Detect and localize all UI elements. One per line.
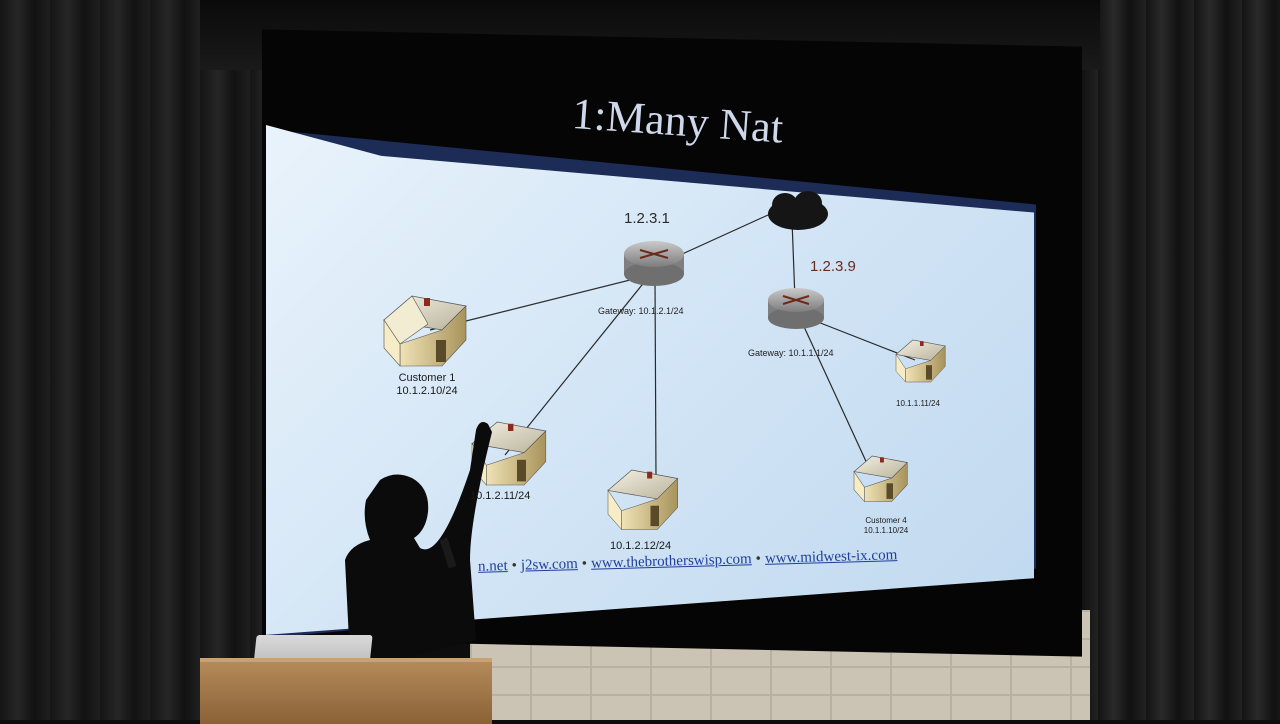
customer-1-ip: 10.1.2.10/24 xyxy=(396,385,458,397)
gateway-1-label: Gateway: 10.1.2.1/24 xyxy=(598,306,684,316)
footer-link-4[interactable]: www.midwest-ix.com xyxy=(764,547,898,567)
podium xyxy=(200,658,492,724)
link-router1-house2 xyxy=(504,274,651,456)
customer-1-house-icon xyxy=(383,295,467,367)
house-2-ip-label: 10.1.2.11/24 xyxy=(470,490,531,502)
house-3-icon xyxy=(607,469,679,531)
house-3-ip-label: 10.1.2.12/24 xyxy=(610,540,672,552)
presenter-silhouette xyxy=(345,422,492,660)
internet-cloud xyxy=(768,191,828,230)
footer-separator-1: • xyxy=(511,557,518,574)
footer-link-1[interactable]: n.net xyxy=(477,558,508,575)
microphone-icon xyxy=(439,537,457,569)
link-router1-customer1 xyxy=(429,274,651,331)
customer-1-name: Customer 1 xyxy=(398,372,456,384)
house-4-icon xyxy=(895,339,946,383)
customer-4-label: Customer 4 10.1.1.10/24 xyxy=(854,516,918,536)
public-ip-1-label: 1.2.3.1 xyxy=(624,210,670,227)
left-curtain xyxy=(0,0,270,720)
house-4-ip-label: 10.1.1.11/24 xyxy=(896,399,940,408)
link-router1-house3 xyxy=(654,277,657,481)
link-cloud-router2 xyxy=(791,219,796,301)
public-ip-2-label: 1.2.3.9 xyxy=(810,258,856,275)
customer-4-name: Customer 4 xyxy=(865,516,907,525)
router-1-icon xyxy=(624,241,684,286)
right-curtain xyxy=(1050,0,1280,720)
footer-separator-3: • xyxy=(755,550,762,568)
footer-link-2[interactable]: j2sw.com xyxy=(520,556,579,574)
customer-4-house-icon xyxy=(853,455,908,503)
footer-link-3[interactable]: www.thebrotherswisp.com xyxy=(590,551,752,572)
link-router2-customer4 xyxy=(799,317,871,471)
customer-4-ip: 10.1.1.10/24 xyxy=(863,526,909,535)
footer-separator-2: • xyxy=(581,555,588,572)
customer-1-label: Customer 1 10.1.2.10/24 xyxy=(384,372,470,398)
gateway-2-label: Gateway: 10.1.1.1/24 xyxy=(748,348,834,358)
router-2-icon xyxy=(768,288,824,329)
